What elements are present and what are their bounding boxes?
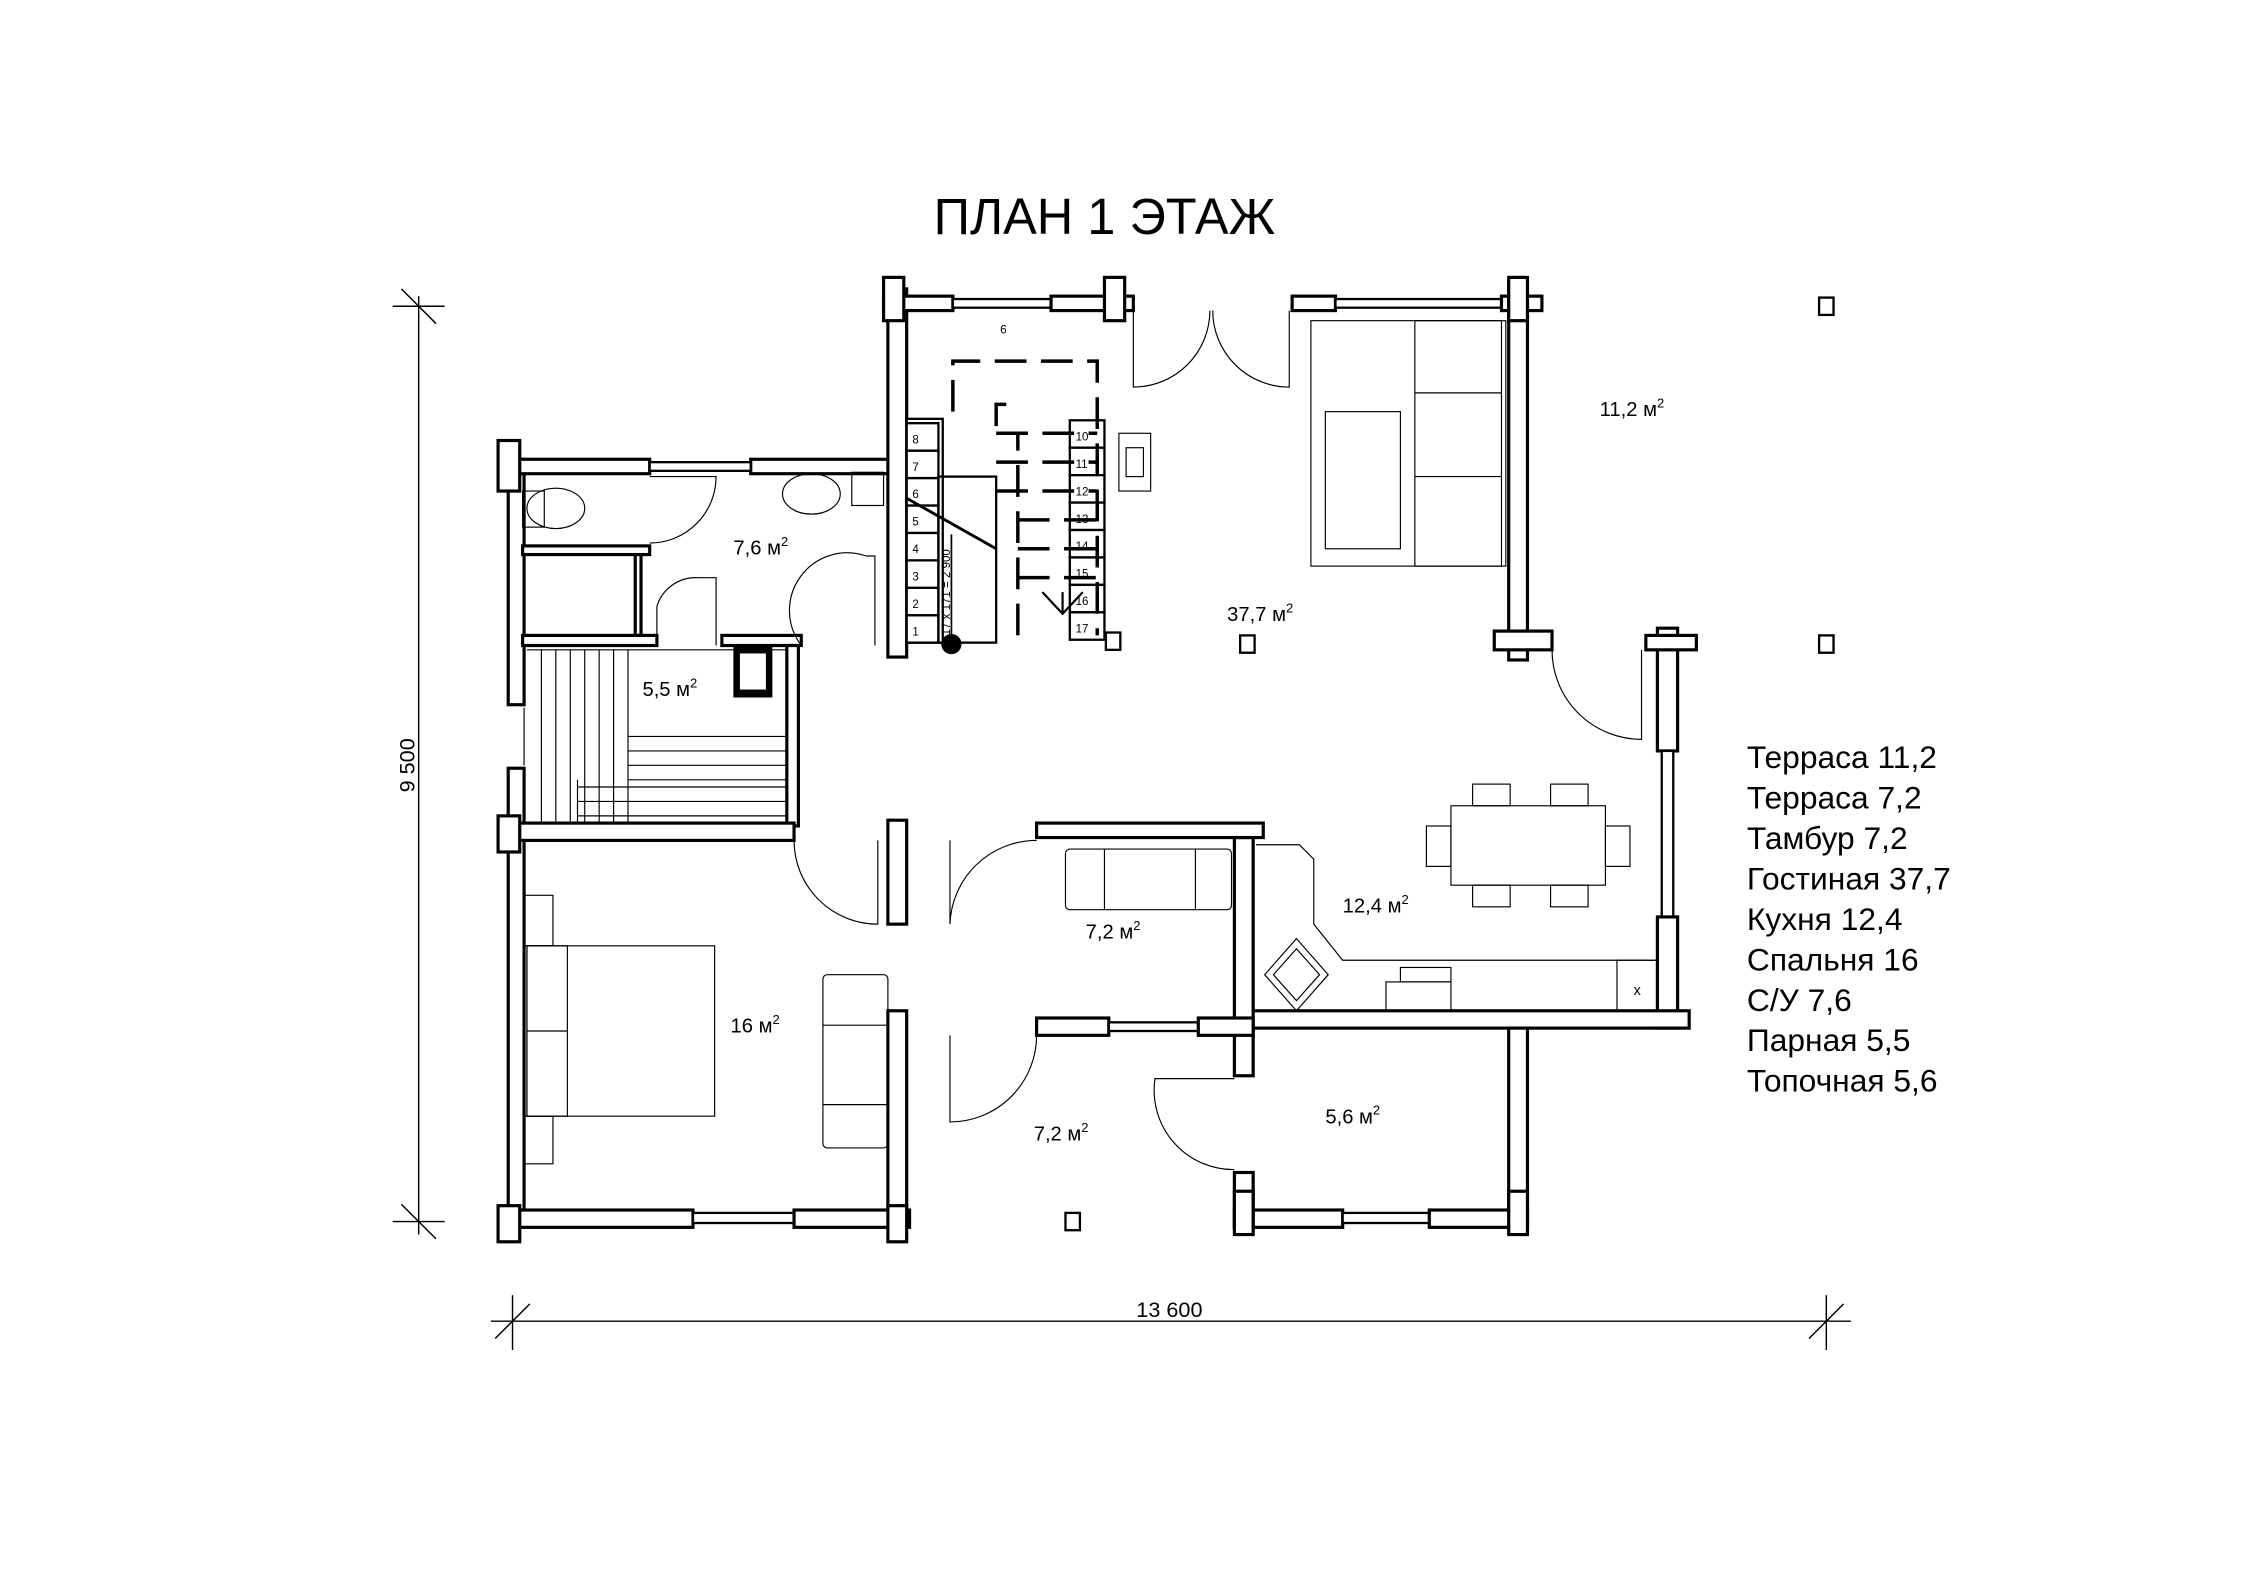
legend-item: Терраса 11,2: [1747, 739, 1937, 775]
stair-step-11: 11: [1076, 459, 1088, 471]
area-label-bedroom: 16 м2: [731, 1012, 780, 1038]
dimension-height: 9 500: [392, 288, 445, 1240]
area-label-boiler: 5,6 м2: [1325, 1103, 1380, 1129]
furniture: x: [522, 320, 1658, 1165]
area-label-terrace-small: 7,2 м2: [1034, 1120, 1089, 1146]
stair-step-7: 7: [912, 462, 918, 474]
stair-note: 17 x 171 = 2 900: [941, 549, 953, 635]
stair-step-9: 9: [1000, 322, 1006, 334]
stair-step-15: 15: [1076, 569, 1089, 581]
legend-item: Парная 5,5: [1747, 1022, 1910, 1058]
legend-item: Гостиная 37,7: [1747, 861, 1951, 897]
area-label-terrace-big: 11,2 м2: [1600, 395, 1665, 421]
plan-title: ПЛАН 1 ЭТАЖ: [934, 188, 1276, 245]
width-label: 13 600: [1136, 1297, 1202, 1322]
stair-step-8: 8: [912, 434, 918, 446]
area-label-bathroom: 7,6 м2: [733, 534, 788, 560]
stair-step-8-cell: [905, 422, 940, 452]
stair-step-2: 2: [912, 599, 918, 611]
legend-item: Терраса 7,2: [1747, 780, 1922, 816]
stair-step-5: 5: [912, 517, 918, 529]
stair-step-16: 16: [1076, 596, 1089, 608]
legend-item: Кухня 12,4: [1747, 901, 1903, 937]
area-label-vestibule: 7,2 м2: [1086, 918, 1141, 944]
legend-item: С/У 7,6: [1747, 982, 1852, 1018]
stair-step-4: 4: [912, 544, 919, 556]
stair-step-17: 17: [1076, 624, 1089, 636]
sink-mark: x: [1634, 983, 1642, 999]
terrace-posts: [1064, 296, 1835, 1232]
area-label-sauna: 5,5 м2: [642, 675, 697, 701]
stair-step-6: 6: [912, 489, 918, 501]
stair-step-1: 1: [912, 626, 918, 638]
room-legend: Терраса 11,2 Терраса 7,2 Тамбур 7,2 Гост…: [1747, 739, 1951, 1098]
stair-step-10: 10: [1076, 432, 1089, 444]
legend-item: Тамбур 7,2: [1747, 820, 1908, 856]
height-label: 9 500: [394, 738, 419, 792]
stair-step-12: 12: [1076, 486, 1089, 498]
area-label-kitchen: 12,4 м2: [1343, 892, 1409, 918]
area-label-living: 37,7 м2: [1227, 600, 1293, 626]
stair-step-3: 3: [912, 572, 918, 584]
walls: [496, 275, 1698, 1244]
dimension-width: 13 600: [490, 1295, 1851, 1351]
legend-item: Спальня 16: [1747, 941, 1919, 977]
doors: [523, 310, 1643, 1171]
legend-item: Топочная 5,6: [1747, 1063, 1938, 1099]
